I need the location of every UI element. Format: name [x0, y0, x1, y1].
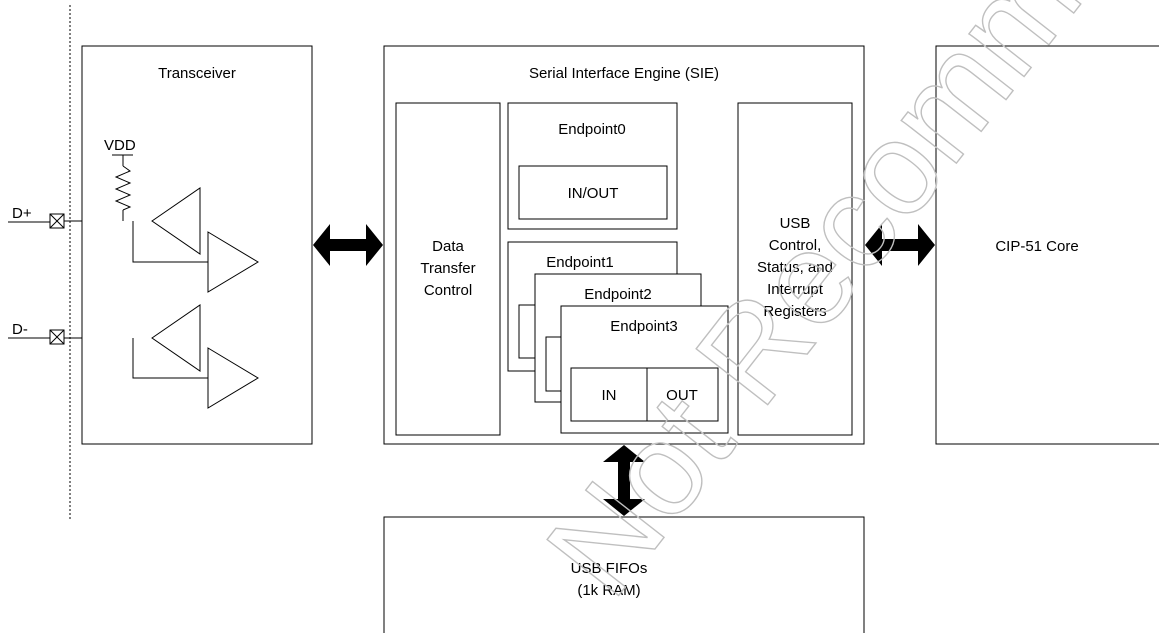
sie-core-arrow-icon: [865, 224, 935, 266]
sie-fifos-arrow-icon: [603, 445, 645, 516]
rx-buffer-icon: [151, 187, 201, 255]
endpoint0-title: Endpoint0: [558, 121, 626, 138]
usb-control-line: Status, and: [757, 259, 833, 276]
transceiver-sie-arrow-icon: [313, 224, 383, 266]
endpoint3-in-label: IN: [602, 387, 617, 404]
dplus-label: D+: [12, 205, 32, 222]
usb-control-block: [737, 102, 853, 436]
endpoint2-title: Endpoint2: [584, 286, 652, 303]
sie-title: Serial Interface Engine (SIE): [529, 65, 719, 82]
usb-control-line: Control,: [769, 237, 822, 254]
resistor-icon: [114, 165, 132, 211]
usb-control-line: Interrupt: [767, 281, 824, 298]
endpoint3-out-label: OUT: [666, 387, 698, 404]
dplus-pin: D+: [8, 205, 152, 229]
endpoint1-title: Endpoint1: [546, 254, 614, 271]
usb-fifos-line: (1k RAM): [577, 582, 640, 599]
endpoint3-in-box: [570, 367, 648, 422]
dplus-buffers: [132, 187, 259, 293]
rx-buffer-icon: [151, 304, 201, 372]
usb-control-line: USB: [780, 215, 811, 232]
cip51-core-title: CIP-51 Core: [995, 238, 1078, 255]
endpoint0-port-label: IN/OUT: [568, 185, 619, 202]
tx-buffer-icon: [207, 231, 259, 293]
usb-fifos-block: [383, 516, 865, 633]
data-transfer-control-block: [395, 102, 501, 436]
dminus-label: D-: [12, 321, 28, 338]
cip51-core-block: [935, 45, 1159, 445]
endpoint3-out-box: [646, 367, 719, 422]
dminus-buffers: [132, 304, 259, 409]
data-transfer-control-line: Data: [432, 238, 464, 255]
endpoint3-title: Endpoint3: [610, 318, 678, 335]
transceiver-title: Transceiver: [158, 65, 236, 82]
tx-buffer-icon: [207, 347, 259, 409]
endpoint0-port-box: [518, 165, 668, 220]
data-transfer-control-line: Control: [424, 282, 472, 299]
usb-control-line: Registers: [763, 303, 826, 320]
usb-fifos-line: USB FIFOs: [571, 560, 648, 577]
data-transfer-control-line: Transfer: [420, 260, 475, 277]
vdd-pullup: VDD: [104, 137, 136, 221]
vdd-label: VDD: [104, 137, 136, 154]
